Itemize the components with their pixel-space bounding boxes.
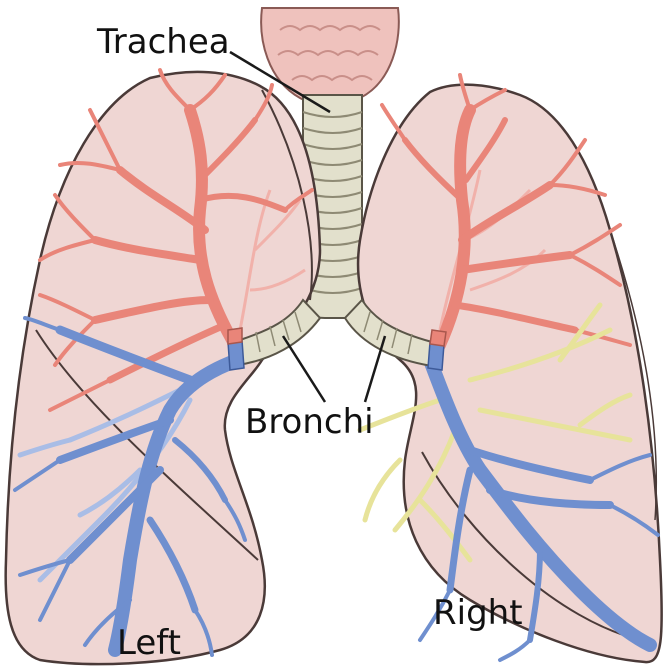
right-label: Right — [433, 593, 523, 633]
bronchi-label: Bronchi — [245, 402, 374, 442]
bronchi-left-leader-line — [283, 336, 325, 402]
left-label: Left — [117, 623, 181, 663]
thyroid-gland — [261, 8, 399, 106]
right-lung — [358, 85, 662, 662]
trachea-label: Trachea — [96, 22, 230, 62]
